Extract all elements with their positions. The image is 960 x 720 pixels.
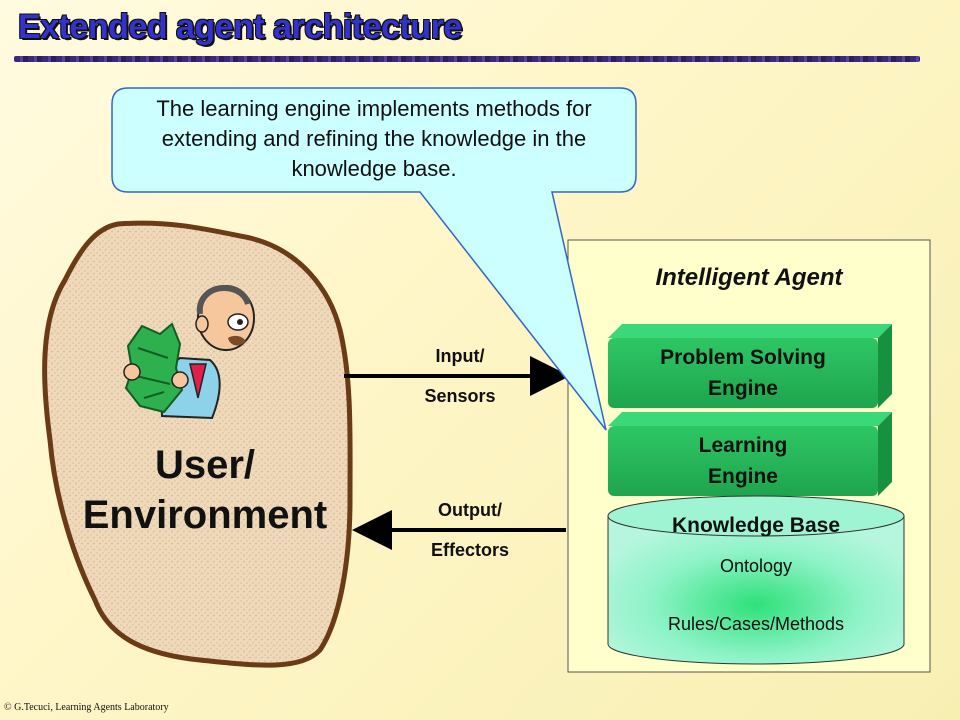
sensors-label: Sensors (424, 386, 496, 406)
learning-line1: Learning (698, 434, 788, 457)
slide-title: Extended agent architecture (18, 8, 462, 46)
effectors-label: Effectors (430, 540, 510, 560)
problem-solving-engine-shape (608, 324, 892, 408)
user-environment-rock (42, 220, 353, 668)
footer-copyright: © G.Tecuci, Learning Agents Laboratory (4, 702, 169, 713)
input-label: Input/ (435, 346, 485, 366)
environment-label: Environment (82, 493, 328, 537)
user-label: User/ (154, 443, 256, 487)
intelligent-agent-title: Intelligent Agent (655, 264, 843, 291)
knowledge-base-cylinder (607, 495, 905, 665)
callout-bubble (111, 87, 637, 431)
kb-item-rules: Rules/Cases/Methods (667, 614, 845, 634)
knowledge-base-title: Knowledge Base (671, 514, 841, 537)
output-label: Output/ (438, 500, 502, 520)
kb-item-ontology: Ontology (719, 556, 793, 576)
problem-solving-line2: Engine (707, 377, 778, 400)
problem-solving-line1: Problem Solving (660, 346, 826, 369)
person-with-money-icon (123, 284, 255, 420)
callout-text: The learning engine implements methods f… (156, 96, 592, 181)
problem-solving-engine: Problem Solving Engine (608, 342, 878, 404)
learning-line2: Engine (707, 465, 778, 488)
title-underline (14, 56, 920, 62)
learning-engine-shape (608, 412, 892, 496)
learning-engine: Learning Engine (608, 430, 878, 492)
user-environment-label: User/ Environment (60, 440, 350, 540)
